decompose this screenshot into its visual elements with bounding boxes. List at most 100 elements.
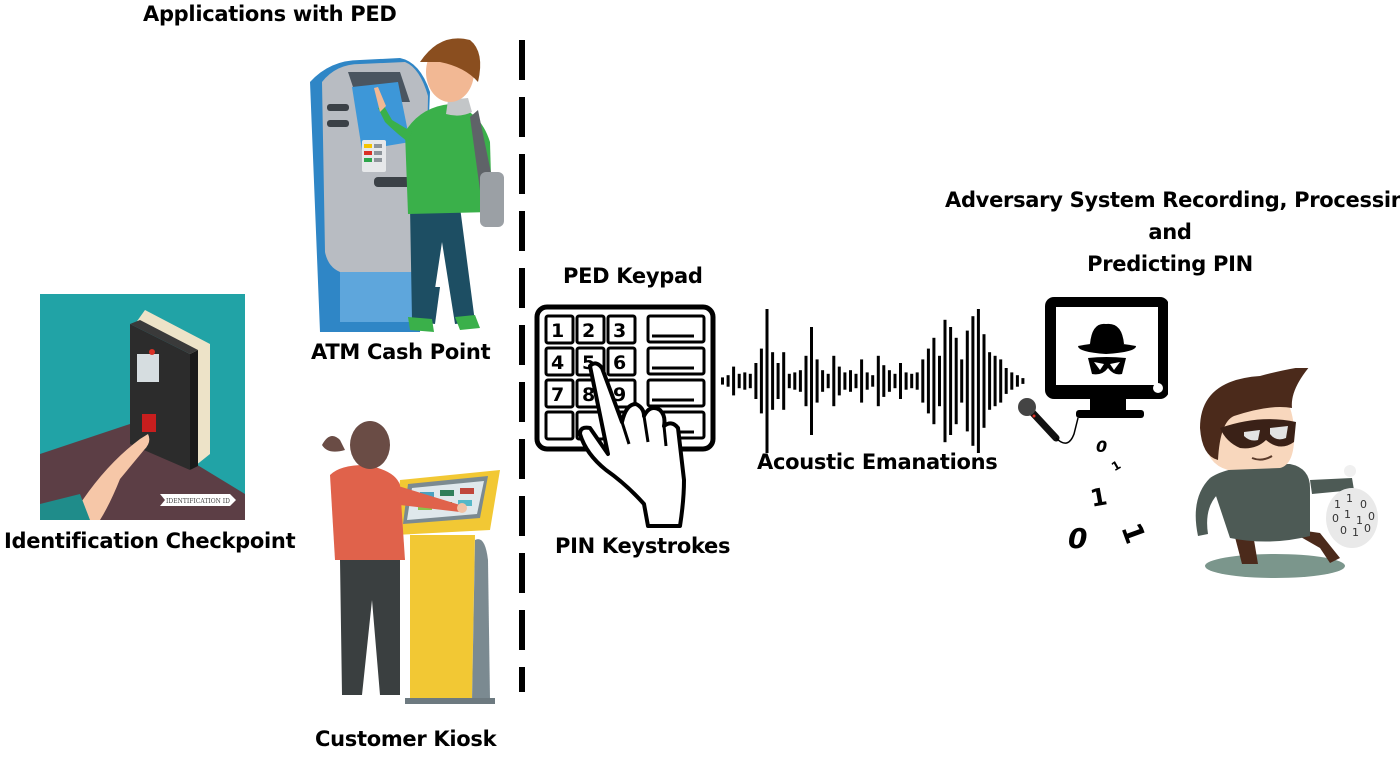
binary-digit: 0: [1096, 437, 1107, 456]
keypad-key: [544, 378, 575, 409]
waveform-bar: [748, 373, 752, 389]
waveform-bar: [849, 370, 852, 392]
kiosk-label: Customer Kiosk: [315, 727, 497, 751]
waveform-bar: [976, 309, 980, 453]
waveform-bar: [882, 365, 886, 397]
waveform-bar: [999, 359, 1003, 403]
waveform-bar: [782, 352, 786, 410]
waveform-bar: [887, 370, 891, 392]
acoustic-emanations-label: Acoustic Emanations: [757, 450, 998, 474]
waveform-bar: [860, 359, 864, 403]
thief-body: [1210, 464, 1310, 542]
dashed-divider: [517, 40, 527, 692]
ped-keypad-label: PED Keypad: [563, 264, 703, 288]
waveform-bar: [793, 372, 797, 390]
atm-slot-2: [327, 120, 349, 127]
keypad-key-label: 2: [582, 320, 595, 342]
waveform-bar: [826, 373, 830, 389]
waveform-bar: [949, 327, 953, 435]
fingerprint-pad: [142, 414, 156, 432]
bag-binary-digit: 1: [1356, 514, 1363, 527]
waveform-bar: [899, 363, 902, 399]
spy-hat-icon: [1078, 343, 1136, 354]
waveform-bar: [804, 355, 808, 407]
bag-binary-digit: 0: [1340, 524, 1347, 537]
waveform-bar: [854, 373, 858, 389]
woman-blouse: [330, 465, 405, 560]
waveform-bar: [810, 327, 813, 435]
keypad-key-label: 7: [551, 384, 564, 406]
adversary-title-line-1: Adversary System Recording, Processing: [945, 188, 1400, 212]
waveform-bar: [893, 373, 897, 389]
keypad-key-label: 9: [613, 384, 626, 406]
woman-pants: [340, 560, 400, 695]
bag-binary-digit: 1: [1344, 508, 1351, 521]
waveform-bar: [871, 375, 875, 387]
shoulder-bag: [480, 172, 504, 227]
pin-keystrokes-label: PIN Keystrokes: [555, 534, 731, 558]
keypad-key: [544, 410, 575, 441]
waveform-bar: [926, 348, 930, 414]
waveform-bar: [787, 373, 791, 389]
waveform-bar: [982, 334, 986, 428]
waveform-bar: [876, 355, 880, 407]
binary-digit: 0: [1068, 522, 1087, 555]
bag-binary-digit: 1: [1346, 492, 1353, 505]
waveform-bar: [743, 372, 747, 390]
kiosk-stand: [410, 535, 475, 700]
waveform-bar: [1004, 368, 1008, 394]
thief-shadow: [1205, 554, 1345, 578]
keypad-key: [575, 314, 606, 345]
atm-base: [340, 272, 425, 322]
acoustic-waveform: [716, 305, 1032, 455]
money-bag: [1326, 488, 1378, 548]
identification-illustration: IDENTIFICATION ID: [40, 294, 245, 520]
waveform-bar: [938, 355, 941, 407]
pointing-hand-icon: [578, 361, 686, 528]
waveform-bar: [759, 348, 763, 414]
waveform-bar: [765, 309, 769, 453]
adversary-title-line-2: and: [1148, 220, 1192, 244]
scattered-binary: 0 1 1 0 1: [1060, 430, 1170, 560]
binary-digit: 1: [1109, 458, 1123, 474]
id-badge-text: IDENTIFICATION ID: [166, 498, 230, 505]
waveform-bar: [943, 319, 947, 443]
waveform-bar: [737, 373, 741, 389]
applications-title: Applications with PED: [143, 2, 397, 26]
waveform-bar: [1021, 378, 1025, 384]
keypad-key: [606, 314, 637, 345]
atm-label: ATM Cash Point: [311, 340, 491, 364]
waveform-bar: [843, 372, 847, 390]
thief-hair: [1200, 368, 1309, 460]
bag-binary-digit: 0: [1368, 510, 1375, 523]
keypad-key-label: 8: [582, 384, 595, 406]
waveform-bar: [754, 363, 758, 399]
bag-binary-digit: 0: [1360, 498, 1367, 511]
adversary-title-line-3: Predicting PIN: [1087, 252, 1253, 276]
bag-binary-digit: 0: [1332, 512, 1339, 525]
atm-screen: [352, 82, 410, 150]
waveform-bar: [988, 352, 992, 410]
id-badge: [160, 494, 236, 506]
adversary-title: Adversary System Recording, Processing a…: [945, 184, 1400, 280]
waveform-bar: [865, 372, 869, 390]
waveform-bar: [954, 337, 958, 425]
binary-digit: 1: [1088, 482, 1109, 512]
atm-card-slot: [374, 177, 414, 187]
waveform-bar: [910, 373, 914, 389]
waveform-bar: [726, 375, 730, 387]
binary-digit: 1: [1114, 518, 1152, 548]
waveform-bar: [815, 359, 819, 403]
person-jeans: [410, 207, 475, 324]
waveform-bar: [832, 355, 836, 407]
waveform-bar: [771, 352, 775, 410]
waveform-bar: [721, 377, 724, 385]
spy-mask-icon: [1088, 357, 1126, 375]
waveform-bar: [821, 370, 825, 392]
microphone-icon: [1018, 398, 1079, 444]
kiosk-illustration: [300, 410, 500, 710]
waveform-bar: [1015, 375, 1019, 387]
waveform-bar: [971, 316, 975, 446]
